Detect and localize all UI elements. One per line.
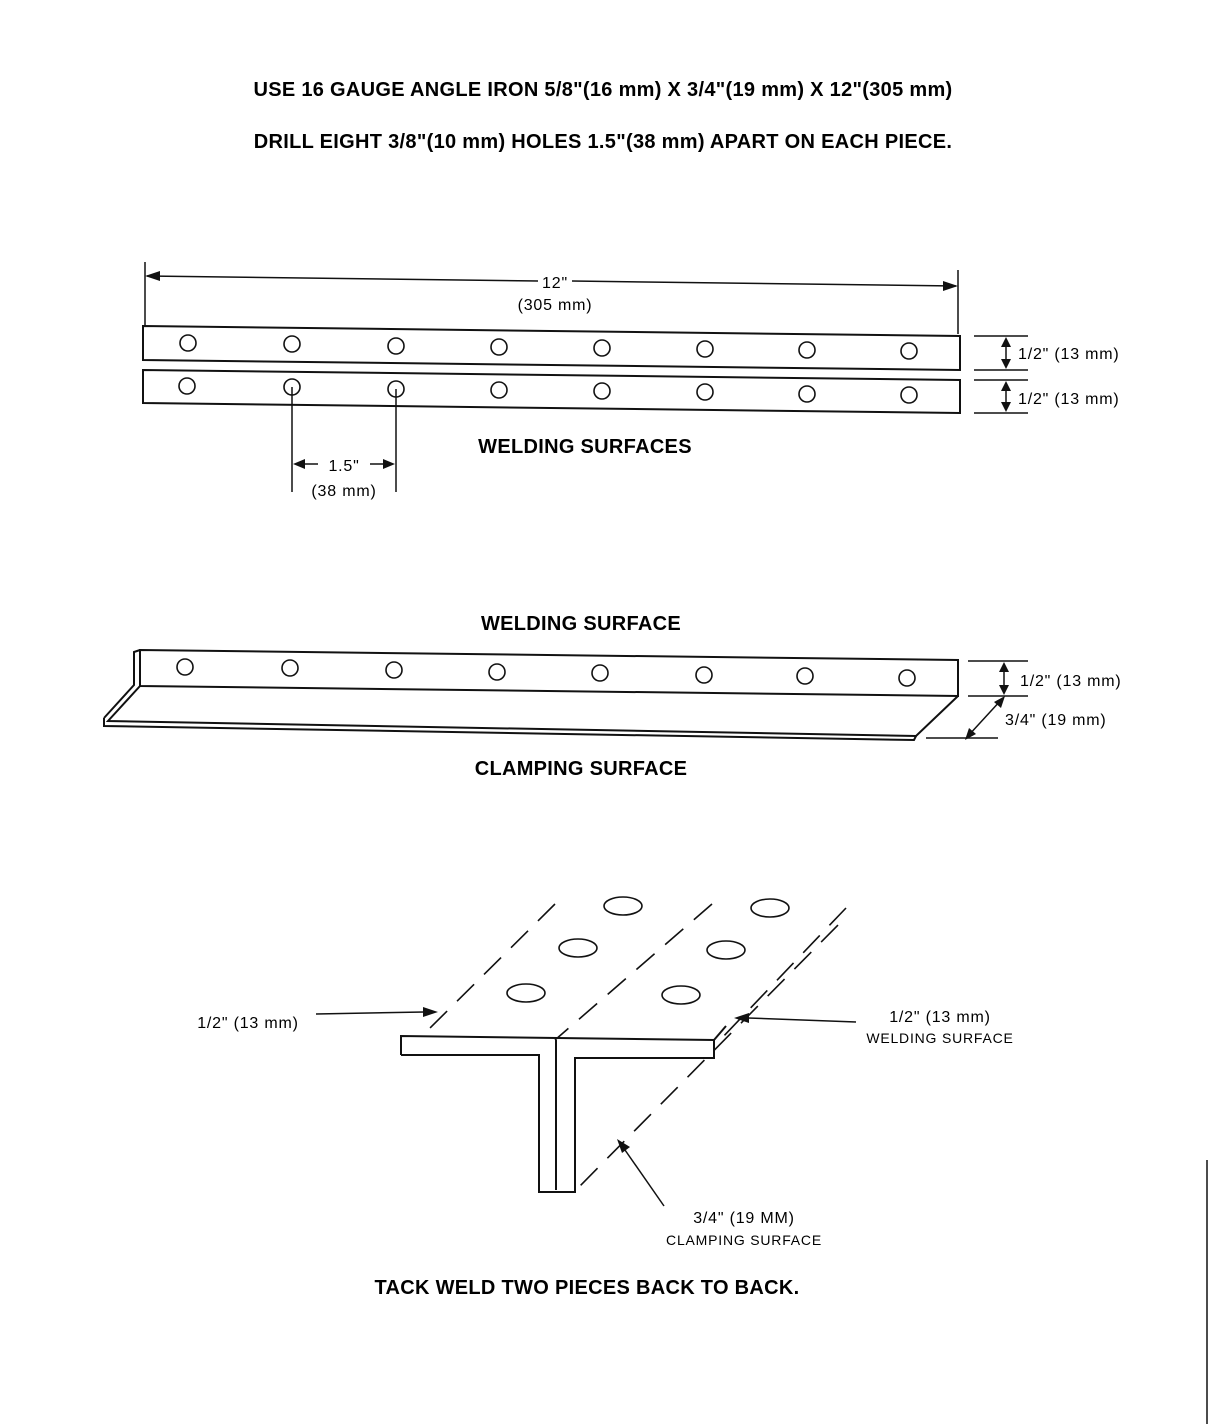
length-label: 12" <box>542 275 568 292</box>
left-thickness-label: 1/2" (13 mm) <box>197 1015 299 1032</box>
hole <box>506 983 546 1003</box>
hole <box>900 342 918 360</box>
hole <box>490 338 508 356</box>
welding-surfaces-caption: WELDING SURFACES <box>478 436 692 458</box>
length-dimension <box>144 262 959 334</box>
hole <box>593 339 611 357</box>
hole <box>387 337 405 355</box>
right-label-arrow <box>734 1013 857 1023</box>
figure-tack-weld-assembly: 1/2" (13 mm) 1/2" (13 mm) WELDING SURFAC… <box>197 896 1013 1299</box>
hole <box>696 340 714 358</box>
hole <box>750 898 790 918</box>
hole <box>558 938 598 958</box>
bottom-strip-height-label: 1/2" (13 mm) <box>1018 391 1120 408</box>
hole <box>281 659 299 677</box>
top-strip-holes <box>179 334 918 360</box>
figure-single-angle: WELDING SURFACE 1/2" (13 mm) <box>103 613 1122 780</box>
hole <box>385 661 403 679</box>
hole <box>603 896 643 916</box>
t-section <box>400 1025 727 1193</box>
hole <box>591 664 609 682</box>
hole <box>490 381 508 399</box>
angle-height-label: 1/2" (13 mm) <box>1020 673 1122 690</box>
angle-depth-label: 3/4" (19 mm) <box>1005 712 1107 729</box>
angle-height-dimension <box>968 660 1028 697</box>
hole <box>900 386 918 404</box>
hole <box>798 385 816 403</box>
bottom-depth-label: 3/4" (19 MM) <box>693 1210 795 1227</box>
hole <box>593 382 611 400</box>
hole <box>661 985 701 1005</box>
angle-depth-dimension <box>926 696 1005 740</box>
welding-surface-title: WELDING SURFACE <box>481 613 681 635</box>
header-line-1: USE 16 GAUGE ANGLE IRON 5/8"(16 mm) X 3/… <box>253 79 952 101</box>
flange-edge <box>103 649 141 719</box>
hole <box>898 669 916 687</box>
hole-spacing-label: 1.5" <box>328 458 359 475</box>
hole-spacing-metric-label: (38 mm) <box>311 483 376 500</box>
strip-height-dimensions <box>974 335 1028 414</box>
length-metric-label: (305 mm) <box>518 297 593 314</box>
hole <box>696 383 714 401</box>
header-line-2: DRILL EIGHT 3/8"(10 mm) HOLES 1.5"(38 mm… <box>254 131 952 153</box>
bottom-label-arrow <box>617 1139 665 1207</box>
horizontal-flange <box>105 685 959 738</box>
hole <box>283 335 301 353</box>
bottom-strip-holes <box>178 377 918 404</box>
dashed-outlines <box>425 903 847 1193</box>
left-label-arrow <box>315 1007 438 1017</box>
hole <box>488 663 506 681</box>
figure-welding-surfaces: 12" (305 mm) <box>142 262 1120 500</box>
bottom-clamping-surface-label: CLAMPING SURFACE <box>666 1232 822 1248</box>
hole <box>706 940 746 960</box>
horizontal-flange-edge <box>103 718 917 742</box>
bottom-strip <box>142 368 961 415</box>
hole <box>796 667 814 685</box>
hole <box>179 334 197 352</box>
hole <box>695 666 713 684</box>
vertical-flange <box>139 648 959 698</box>
assembly-holes <box>506 896 790 1005</box>
top-strip-height-label: 1/2" (13 mm) <box>1018 346 1120 363</box>
hole <box>798 341 816 359</box>
tack-weld-caption: TACK WELD TWO PIECES BACK TO BACK. <box>374 1277 799 1299</box>
right-thickness-label: 1/2" (13 mm) <box>889 1009 991 1026</box>
angle-holes <box>176 658 916 687</box>
top-strip <box>142 324 961 372</box>
clamping-surface-caption: CLAMPING SURFACE <box>475 758 688 780</box>
right-welding-surface-label: WELDING SURFACE <box>866 1030 1013 1046</box>
hole <box>178 377 196 395</box>
hole-spacing-dimension <box>291 387 397 492</box>
hole <box>176 658 194 676</box>
